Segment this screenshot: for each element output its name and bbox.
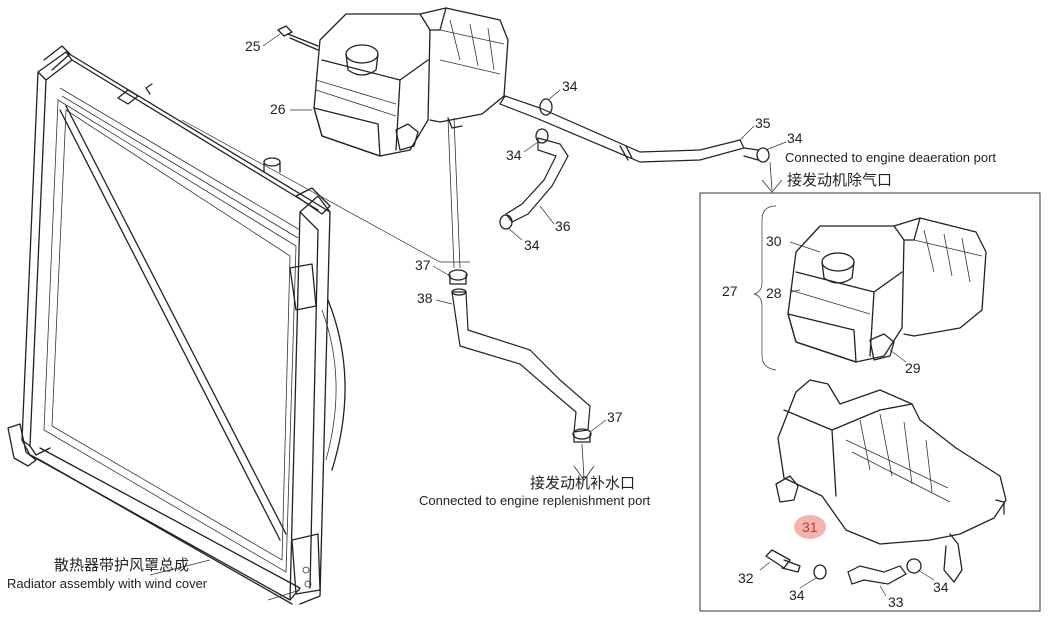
callout-36: 36	[555, 218, 571, 234]
deaeration-arrow	[761, 161, 783, 193]
tank-body-31	[775, 379, 1007, 583]
leader-29	[889, 349, 907, 363]
callout-32: 32	[738, 570, 754, 586]
hose-35-joint	[619, 145, 633, 161]
clamp-37-top	[448, 269, 468, 281]
detail-box	[699, 192, 1041, 612]
callout-38: 38	[417, 290, 433, 306]
callout-28: 28	[766, 285, 782, 301]
callout-27: 27	[722, 283, 738, 299]
radiator-caption-leader	[149, 559, 211, 576]
hose-36	[505, 137, 569, 223]
caption-replenishment-zh: 接发动机补水口	[530, 474, 635, 492]
leader-30	[789, 241, 821, 253]
callout-25: 25	[245, 38, 261, 54]
caption-radiator-zh: 散热器带护风罩总成	[54, 556, 189, 574]
callout-34-e: 34	[789, 587, 805, 603]
caption-deaeration-en: Connected to engine deaeration port	[785, 150, 996, 165]
callout-labels: 25 26 34 35 34 34 36 34 37 38 37 30 27 2…	[245, 33, 949, 610]
caption-radiator-en: Radiator assembly with wind cover	[7, 576, 208, 591]
clamp-37-top-band	[449, 274, 467, 285]
radiator-assembly	[7, 45, 346, 605]
tank-outlet-line-2	[447, 117, 455, 269]
expansion-tank-26	[313, 7, 509, 157]
expansion-tank-27	[787, 217, 987, 363]
clamp-37-bottom	[572, 428, 592, 443]
callout-37-a: 37	[415, 257, 431, 273]
clamp-34-mid	[499, 128, 549, 230]
callout-34-c: 34	[787, 130, 803, 146]
callout-33: 33	[888, 594, 904, 610]
hose-33	[847, 565, 907, 585]
caption-deaeration-zh: 接发动机除气口	[787, 171, 892, 189]
callout-34-a: 34	[562, 78, 578, 94]
callout-26: 26	[270, 101, 286, 117]
tank-outlet-line	[453, 117, 461, 269]
caption-replenishment-en: Connected to engine replenishment port	[419, 493, 651, 508]
callout-30: 30	[766, 233, 782, 249]
replenishment-arrow	[573, 443, 595, 481]
leader-28	[789, 289, 801, 293]
callout-31: 31	[802, 519, 818, 535]
fitting-32	[759, 549, 801, 573]
radiator-leader-line	[181, 119, 470, 263]
clamp-34-bottom	[813, 558, 922, 580]
bracket-27	[753, 205, 777, 371]
leader-33	[879, 585, 887, 597]
hose-38	[451, 291, 591, 433]
callout-29: 29	[905, 360, 921, 376]
callout-35: 35	[755, 115, 771, 131]
callout-34-f: 34	[933, 579, 949, 595]
callout-34-b: 34	[506, 147, 522, 163]
bolt-25	[277, 25, 319, 51]
callout-34-d: 34	[524, 237, 540, 253]
hose-35	[499, 95, 745, 163]
clamp-34-top	[539, 98, 770, 163]
highlight-31	[794, 515, 826, 539]
callout-37-b: 37	[607, 409, 623, 425]
captions: Connected to engine deaeration port 接发动机…	[7, 150, 996, 591]
